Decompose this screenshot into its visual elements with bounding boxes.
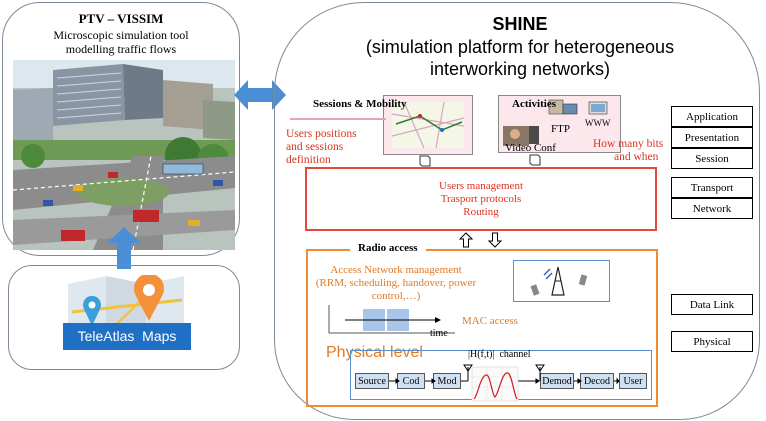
network-line3: Routing [463,206,499,218]
sessions-note-line3: definition [286,154,331,166]
mac-timeline [327,305,457,340]
maps-panel [8,265,240,370]
antenna-box [513,260,610,302]
maps-label: TeleAtlas Maps [63,323,191,350]
shine-subtitle-line2: interworking networks) [429,59,611,79]
layer-presentation: Presentation [671,127,753,148]
channel-label: |H(f,t)| channel [468,349,531,360]
red-pointer-line [290,118,386,120]
sessions-note-line1: Users positions [286,128,357,140]
shine-title: SHINE [492,14,548,34]
network-line1: Users management [439,180,523,192]
activity-ftp: FTP [551,123,570,135]
bidirectional-arrow-icon [234,80,286,110]
activities-note-line2: and when [614,151,659,163]
location-pin-icon [134,275,164,321]
chain-source: Source [355,373,389,389]
layer-transport: Transport [671,177,753,198]
hollow-down-arrow-icon [488,232,502,248]
radio-access-box [306,249,658,407]
radio-mgmt-line1: Access Network management [330,264,462,276]
shine-panel [274,2,760,420]
activities-note-line1: How many bits [593,138,664,150]
down-arrow-icon [418,154,432,168]
radio-mgmt-line3: control,…) [371,290,421,302]
network-management-box [305,167,657,231]
chain-demod: Demod [540,373,574,389]
location-pin-icon [83,296,101,326]
traffic-simulation-image [13,60,235,250]
activity-www: WWW [585,118,611,128]
vissim-subtitle-line2: modelling traffic flows [65,42,177,56]
sessions-mobility-box [383,95,473,155]
hollow-up-arrow-icon [459,232,473,248]
layer-network: Network [671,198,753,219]
radio-access-label: Radio access [350,242,426,254]
activity-video: Video Conf [505,142,556,154]
sessions-mobility-label: Sessions & Mobility [313,98,407,110]
vissim-subtitle-line1: Microscopic simulation tool [53,28,189,42]
layer-physical: Physical [671,331,753,352]
radio-mgmt-line2: (RRM, scheduling, handover, power [315,277,477,289]
sessions-note-line2: and sessions [286,141,344,153]
layer-data-link: Data Link [671,294,753,315]
down-arrow-icon [528,153,542,167]
activities-label: Activities [512,98,556,110]
time-label: time [430,328,448,339]
shine-subtitle-line1: (simulation platform for heterogeneous [365,37,675,57]
vissim-title: PTV – VISSIM [78,11,164,26]
physical-chain-drawing [350,355,652,403]
network-line2: Trasport protocols [440,193,522,205]
activities-box [498,95,621,153]
up-arrow-icon [107,227,141,269]
layer-session: Session [671,148,753,169]
mac-access-label: MAC access [462,315,518,327]
layer-application: Application [671,106,753,127]
